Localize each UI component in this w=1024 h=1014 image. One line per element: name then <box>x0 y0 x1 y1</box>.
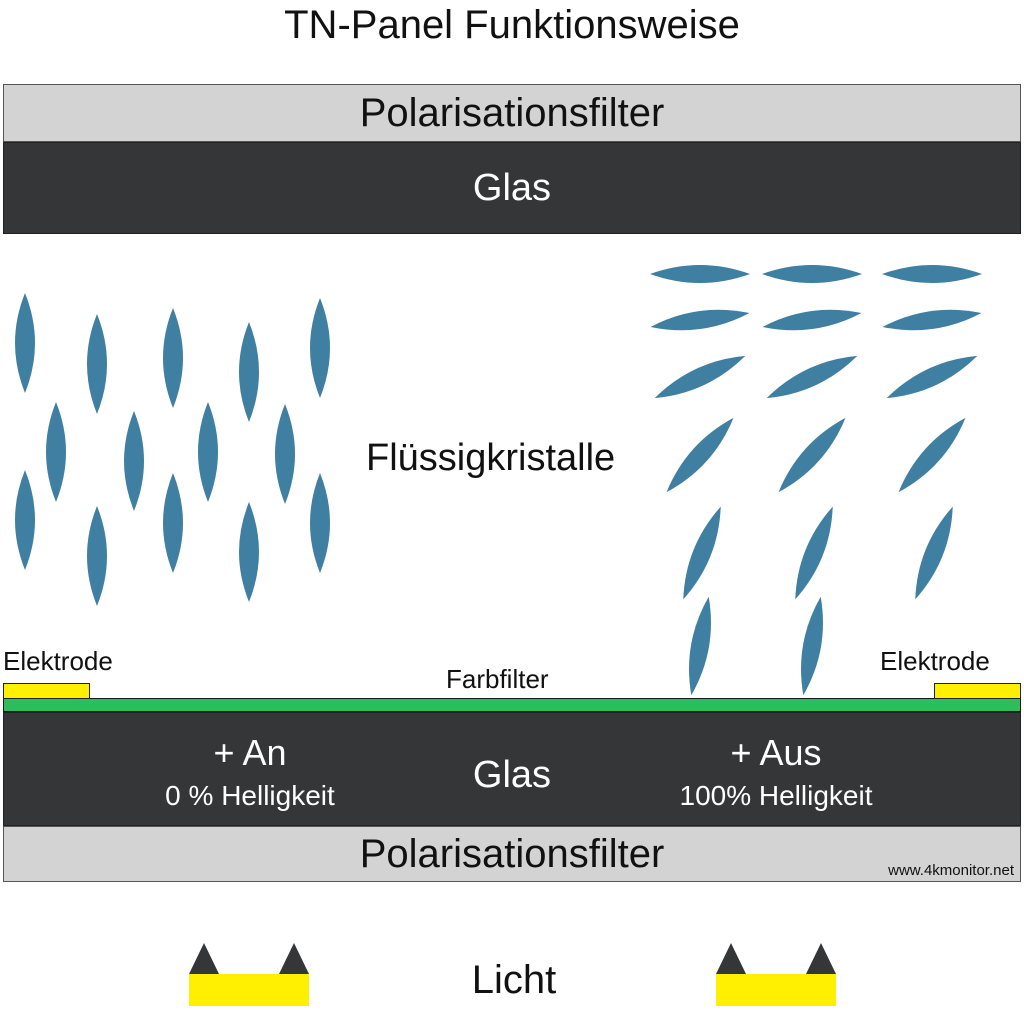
liquid-crystal-twisted <box>915 506 953 600</box>
liquid-crystal-twisted <box>801 596 823 696</box>
top-glass-layer: Glas <box>3 142 1021 234</box>
liquid-crystal-twisted <box>666 417 734 493</box>
electrode-right <box>934 683 1021 699</box>
light-source-right-tip-left <box>716 943 746 974</box>
liquid-crystal-twisted <box>886 355 978 399</box>
liquid-crystal-unaligned <box>239 502 259 602</box>
crystals-unaligned-group <box>15 293 330 606</box>
liquid-crystal-twisted <box>766 355 858 399</box>
liquid-crystal-twisted <box>762 309 862 331</box>
electrode-right-label: Elektrode <box>880 646 990 676</box>
light-source-left-tip-right <box>279 943 309 974</box>
bottom-polarizer-layer: Polarisationsfilter www.4kmonitor.net <box>3 826 1021 882</box>
liquid-crystal-unaligned <box>15 470 35 570</box>
diagram-title: TN-Panel Funktionsweise <box>284 2 740 47</box>
state-on-label: + An <box>213 732 287 773</box>
electrode-left <box>3 683 90 699</box>
light-source-left-bar <box>189 974 309 1006</box>
liquid-crystal-unaligned <box>87 314 107 414</box>
brightness-off-label: 100% Helligkeit <box>679 780 873 811</box>
liquid-crystal-unaligned <box>310 298 330 398</box>
light-source-right-tip-right <box>806 943 836 974</box>
brightness-on-label: 0 % Helligkeit <box>165 780 335 811</box>
crystals-twisted-group <box>650 265 982 696</box>
liquid-crystal-unaligned <box>15 293 35 393</box>
liquid-crystal-twisted <box>882 265 982 283</box>
liquid-crystal-twisted <box>762 265 862 283</box>
electrode-left-label: Elektrode <box>3 646 113 676</box>
color-filter-label: Farbfilter <box>446 664 549 694</box>
liquid-crystal-twisted <box>882 309 982 331</box>
liquid-crystal-twisted <box>654 355 746 399</box>
liquid-crystal-twisted <box>689 596 711 696</box>
light-source-right-bar <box>716 974 836 1006</box>
liquid-crystals-label: Flüssigkristalle <box>366 437 616 479</box>
liquid-crystal-twisted <box>795 506 833 600</box>
bottom-glass-label: Glas <box>472 754 552 796</box>
liquid-crystal-twisted <box>898 417 966 493</box>
liquid-crystal-unaligned <box>275 404 295 504</box>
liquid-crystal-unaligned <box>239 322 259 422</box>
bottom-glass-layer <box>3 712 1021 826</box>
liquid-crystal-twisted <box>778 417 846 493</box>
light-source-right <box>716 943 836 1006</box>
bottom-polarizer-label: Polarisationsfilter <box>359 831 665 876</box>
light-label: Licht <box>471 958 557 1002</box>
liquid-crystal-unaligned <box>87 506 107 606</box>
liquid-crystal-unaligned <box>163 308 183 408</box>
color-filter-layer <box>3 698 1021 712</box>
watermark: www.4kmonitor.net <box>888 862 1014 879</box>
liquid-crystal-unaligned <box>198 402 218 502</box>
liquid-crystal-illustration <box>15 265 982 696</box>
liquid-crystal-twisted <box>650 265 750 283</box>
liquid-crystal-unaligned <box>124 411 144 511</box>
liquid-crystal-unaligned <box>310 473 330 573</box>
top-polarizer-layer: Polarisationsfilter <box>3 84 1021 142</box>
liquid-crystal-twisted <box>650 309 750 331</box>
light-source-left-tip-left <box>189 943 219 974</box>
liquid-crystal-twisted <box>683 506 721 600</box>
state-off-label: + Aus <box>730 732 822 773</box>
liquid-crystal-unaligned <box>163 473 183 573</box>
light-source-left <box>189 943 309 1006</box>
liquid-crystal-unaligned <box>46 402 66 502</box>
